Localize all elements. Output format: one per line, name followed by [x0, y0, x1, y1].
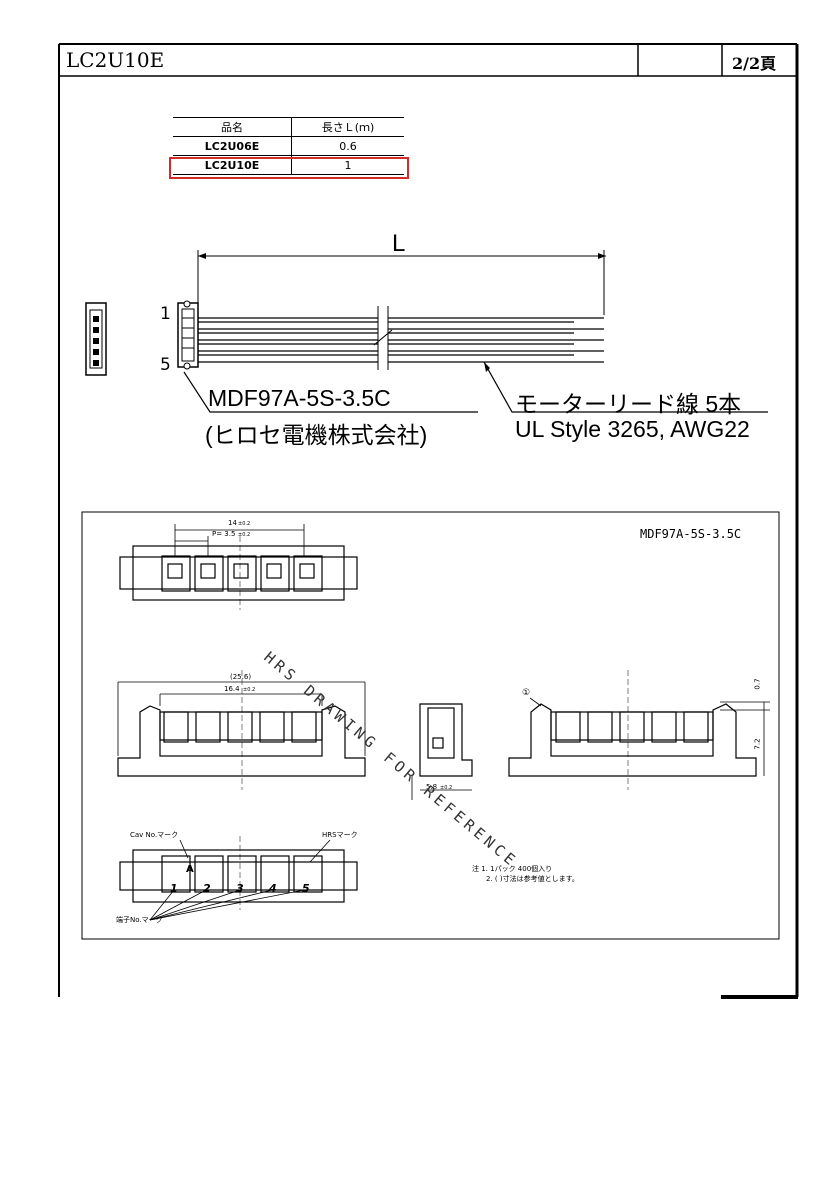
pin-a-label: A: [186, 864, 194, 875]
pin-label: 1: [170, 882, 178, 895]
dim-5-8: 5.8: [426, 783, 438, 791]
connector-front-view: [117, 670, 366, 790]
connector-side-icon: [85, 302, 107, 376]
connector-side-view: [411, 703, 473, 800]
connector-part-label: MDF97A-5S-3.5C: [208, 385, 391, 411]
dim-16-4: 16.4: [224, 685, 240, 693]
wire-spec-label: UL Style 3265, AWG22: [515, 416, 750, 442]
connector-bottom-view: [119, 836, 358, 921]
product-name-cell: LC2U10E: [173, 155, 292, 175]
note-line-1: 注 1. 1パック 400個入り: [472, 865, 553, 873]
page-number: 2/2頁: [732, 54, 777, 73]
hrs-mark-label: HRSマーク: [322, 831, 358, 839]
wire-desc-label: モーターリード線 5本: [515, 391, 742, 417]
table-header-row: 品名 長さＬ(ｍ): [173, 117, 404, 137]
dim-pitch: P= 3.5: [212, 530, 236, 538]
pin-label: 3: [236, 882, 244, 895]
lead-wires: [198, 306, 604, 370]
product-name-cell: LC2U06E: [173, 136, 292, 156]
col-product-name: 品名: [173, 117, 292, 137]
dim-5-8-tol: ±0.2: [440, 785, 453, 791]
terminal-mark-label: 端子No.マーク: [116, 916, 163, 924]
pin-label: 4: [269, 882, 277, 895]
connector-rear-view: [508, 670, 770, 790]
dim-16-4-tol: ±0.2: [243, 687, 256, 693]
document-title: LC2U10E: [66, 48, 165, 72]
connector-top-view: [119, 524, 358, 610]
length-label: L: [392, 230, 406, 257]
pin-label: 2: [203, 882, 211, 895]
dim-25-6: (25.6): [230, 673, 252, 681]
dim-pitch-tol: ±0.2: [238, 532, 251, 538]
dim-14: 14: [228, 519, 237, 527]
row-highlight: [169, 157, 409, 179]
drawing-title: MDF97A-5S-3.5C: [640, 527, 742, 541]
dim-14-tol: ±0.2: [238, 521, 251, 527]
circle-note-1: ①: [522, 688, 531, 698]
dim-7-2: 7.2: [753, 738, 762, 750]
dim-0-7: 0.7: [753, 678, 762, 690]
length-table: 品名 長さＬ(ｍ) LC2U06E 0.6 LC2U10E 1: [173, 117, 404, 175]
pin-label: 5: [302, 882, 310, 895]
table-row: LC2U10E 1: [173, 155, 404, 175]
length-cell: 0.6: [291, 136, 404, 156]
length-cell: 1: [291, 155, 404, 175]
pin-last-label: 5: [160, 355, 171, 375]
pin-first-label: 1: [160, 304, 171, 324]
table-row: LC2U06E 0.6: [173, 136, 404, 156]
col-length: 長さＬ(ｍ): [291, 117, 404, 137]
cav-mark-label: Cav No.マーク: [130, 831, 179, 839]
connector-maker-label: (ヒロセ電機株式会社): [205, 422, 428, 448]
connector-main-icon: [177, 300, 199, 370]
note-line-2: 2. ( )寸法は参考値とします。: [486, 875, 579, 883]
